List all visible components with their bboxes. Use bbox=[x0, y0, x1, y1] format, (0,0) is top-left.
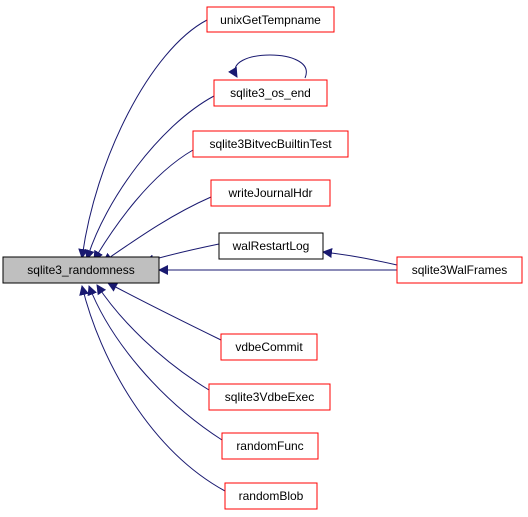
node-label: sqlite3VdbeExec bbox=[225, 390, 314, 404]
edge-sqlite3WalFrames-walRestartLog bbox=[322, 248, 398, 266]
edge-vdbeCommit bbox=[107, 282, 222, 341]
nodes: sqlite3_randomness unixGetTempname sqlit… bbox=[2, 6, 523, 510]
node-sqlite3WalFrames[interactable]: sqlite3WalFrames bbox=[396, 256, 523, 284]
node-writeJournalHdr[interactable]: writeJournalHdr bbox=[210, 179, 331, 207]
node-label: randomFunc bbox=[236, 439, 303, 453]
node-sqlite3BitvecBuiltinTest[interactable]: sqlite3BitvecBuiltinTest bbox=[192, 130, 349, 158]
node-label: unixGetTempname bbox=[220, 13, 321, 27]
node-walRestartLog[interactable]: walRestartLog bbox=[218, 232, 324, 260]
node-vdbeCommit[interactable]: vdbeCommit bbox=[220, 333, 318, 361]
node-sqlite3VdbeExec[interactable]: sqlite3VdbeExec bbox=[208, 383, 331, 411]
edge-sqlite3BitvecBuiltinTest bbox=[93, 149, 194, 261]
node-label: sqlite3_randomness bbox=[27, 263, 134, 277]
edge-sqlite3_os_end bbox=[84, 95, 215, 260]
node-label: sqlite3WalFrames bbox=[412, 263, 508, 277]
edge-randomBlob bbox=[79, 285, 226, 492]
node-label: randomBlob bbox=[239, 489, 304, 503]
edge-sqlite3_os_end-self bbox=[228, 54, 307, 79]
edge-sqlite3VdbeExec bbox=[96, 284, 210, 391]
edge-unixGetTempname bbox=[78, 19, 208, 259]
node-label: vdbeCommit bbox=[235, 340, 303, 354]
edge-randomFunc bbox=[87, 285, 223, 441]
node-sqlite3_os_end[interactable]: sqlite3_os_end bbox=[213, 79, 328, 107]
node-label: walRestartLog bbox=[232, 239, 310, 253]
node-label: writeJournalHdr bbox=[227, 186, 312, 200]
node-label: sqlite3_os_end bbox=[230, 86, 311, 100]
edge-writeJournalHdr bbox=[102, 196, 212, 263]
node-label: sqlite3BitvecBuiltinTest bbox=[209, 137, 332, 151]
node-randomBlob[interactable]: randomBlob bbox=[224, 482, 318, 510]
node-randomFunc[interactable]: randomFunc bbox=[221, 432, 319, 460]
node-sqlite3_randomness[interactable]: sqlite3_randomness bbox=[2, 256, 160, 284]
node-unixGetTempname[interactable]: unixGetTempname bbox=[206, 6, 335, 33]
edges bbox=[78, 19, 398, 492]
